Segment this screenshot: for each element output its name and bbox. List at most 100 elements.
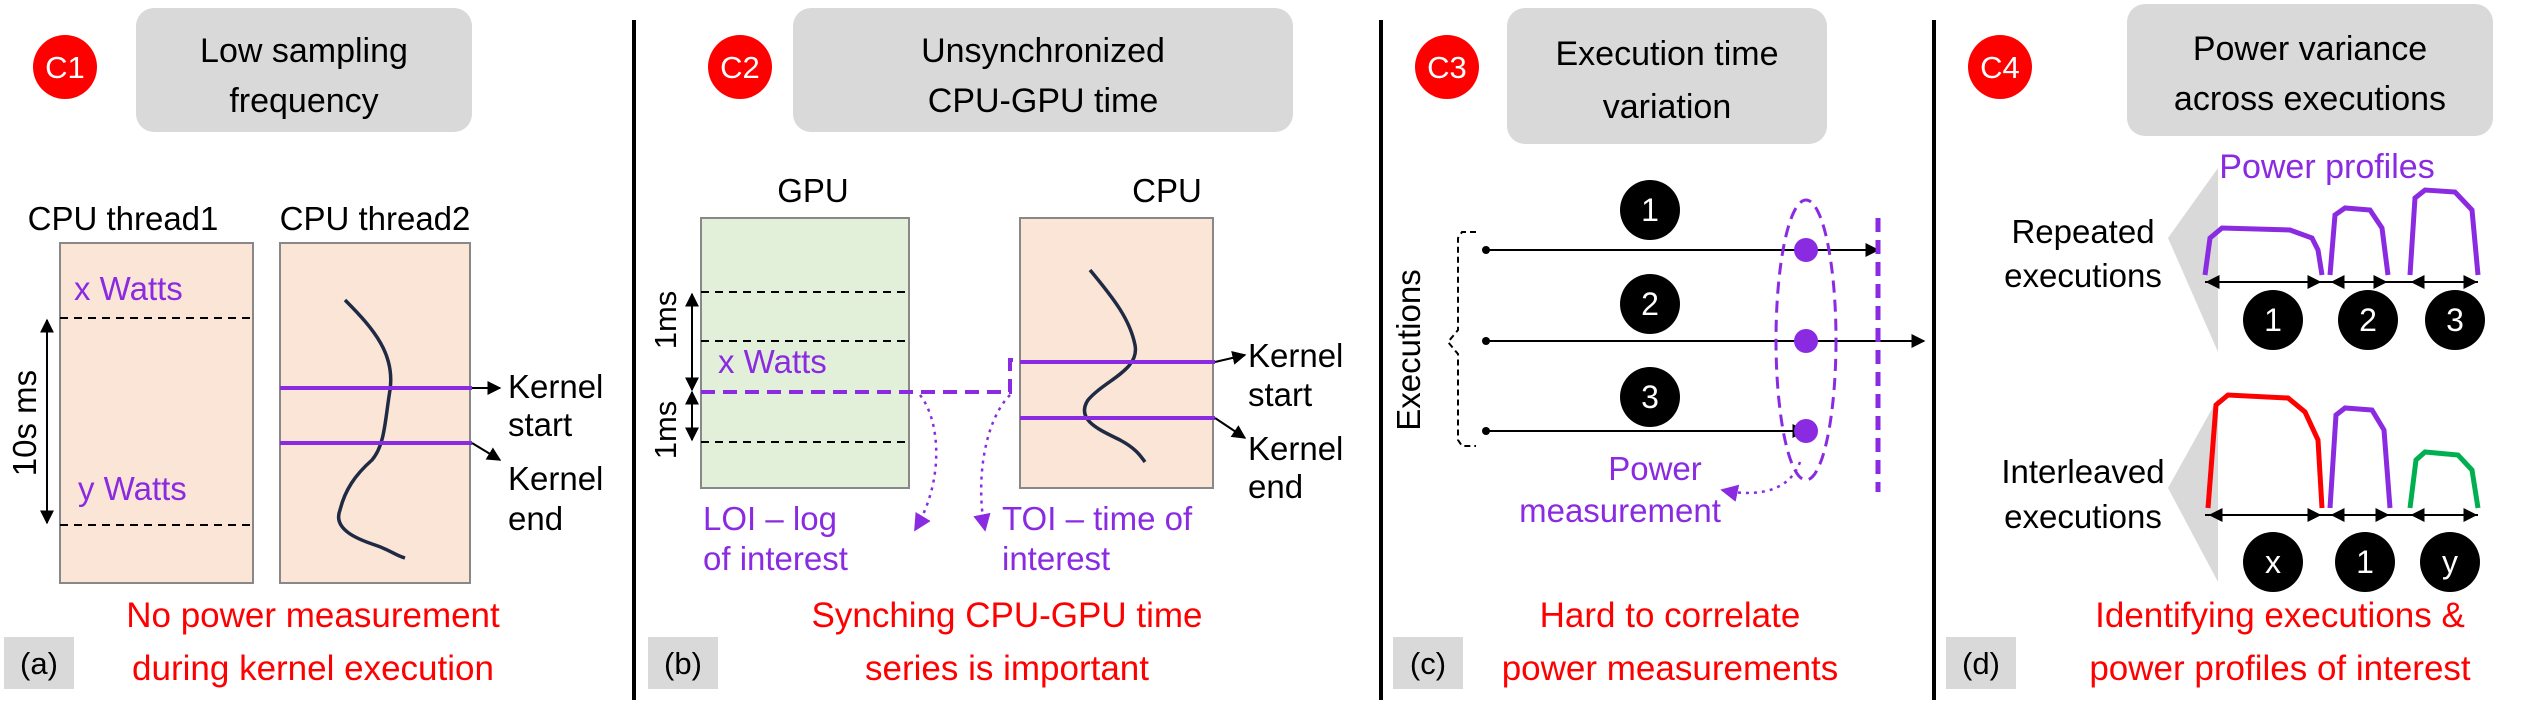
interleaved-profile-y bbox=[2407, 449, 2481, 509]
exec-badge-3 bbox=[1620, 367, 1680, 427]
panel-d-title-box bbox=[2127, 4, 2493, 136]
interleaved-badge-x bbox=[2243, 532, 2303, 592]
panel-c-title-line1: Execution time bbox=[1556, 35, 1779, 73]
repeated-label-line2: executions bbox=[2004, 257, 2162, 294]
executions-axis-label: Executions bbox=[1390, 269, 1427, 430]
interval-label: 10s ms bbox=[6, 370, 43, 476]
panel-c: C3 Execution time variation Executions 1… bbox=[1390, 8, 1926, 689]
panel-b: C2 Unsynchronized CPU-GPU time GPU CPU 1… bbox=[648, 8, 1343, 689]
panel-b-title-line2: CPU-GPU time bbox=[928, 82, 1158, 120]
panel-d-caption-line1: Identifying executions & bbox=[2095, 596, 2465, 635]
thread2-label: CPU thread2 bbox=[280, 200, 471, 237]
panel-c-tag: (c) bbox=[1410, 646, 1446, 681]
x-watts-label: x Watts bbox=[74, 270, 183, 307]
kernel-start-line1: Kernel bbox=[508, 368, 603, 405]
badge-c3 bbox=[1415, 35, 1479, 99]
panel-d-tag-box bbox=[1946, 637, 2016, 689]
interleaved-callout bbox=[2168, 398, 2218, 582]
exec-badge-3-label: 3 bbox=[1641, 379, 1659, 415]
repeated-badge-2-label: 2 bbox=[2359, 302, 2377, 338]
power-point-3 bbox=[1794, 419, 1818, 443]
power-pointer bbox=[1720, 461, 1802, 502]
badge-c2 bbox=[708, 35, 772, 99]
badge-c2-label: C2 bbox=[720, 50, 760, 85]
exec-badge-2-label: 2 bbox=[1641, 286, 1659, 322]
cpu-kernel-start-line1: Kernel bbox=[1248, 337, 1343, 374]
executions-brace bbox=[1446, 231, 1476, 447]
kernel-end-arrow bbox=[471, 442, 502, 461]
gpu-cpu-connector bbox=[701, 358, 1020, 394]
panel-d-title-line2: across executions bbox=[2174, 80, 2446, 118]
panel-a-tag: (a) bbox=[20, 646, 58, 681]
panel-b-tag: (b) bbox=[664, 646, 702, 681]
interleaved-badge-x-label: x bbox=[2265, 544, 2281, 580]
thread1-label: CPU thread1 bbox=[28, 200, 219, 237]
panel-b-tag-box bbox=[648, 637, 718, 689]
interleaved-profile-x bbox=[2205, 392, 2325, 509]
repeated-profile-1 bbox=[2202, 225, 2325, 276]
panel-a-caption-line2: during kernel execution bbox=[132, 649, 494, 688]
panel-d-tag: (d) bbox=[1962, 646, 2000, 681]
panel-c-caption-line1: Hard to correlate bbox=[1540, 596, 1801, 635]
toi-pointer bbox=[973, 394, 1011, 532]
panel-a: C1 Low sampling frequency CPU thread1 CP… bbox=[4, 8, 603, 689]
panel-c-caption-line2: power measurements bbox=[1502, 649, 1839, 688]
cpu-trace bbox=[1082, 268, 1147, 464]
exec-badge-1 bbox=[1620, 180, 1680, 240]
badge-c1 bbox=[33, 35, 97, 99]
cpu-kernel-end-arrow bbox=[1214, 417, 1247, 439]
kernel-start-line2: start bbox=[508, 406, 572, 443]
repeated-badge-1-label: 1 bbox=[2264, 302, 2282, 338]
exec-badge-2 bbox=[1620, 274, 1680, 334]
loi-pointer bbox=[913, 394, 938, 532]
panel-a-title-line2: frequency bbox=[229, 82, 378, 120]
cpu-thread1-box bbox=[59, 242, 254, 584]
repeated-profile-2 bbox=[2327, 205, 2391, 276]
repeated-profile-3 bbox=[2407, 187, 2481, 276]
panel-a-title-line1: Low sampling bbox=[200, 32, 408, 70]
panel-b-title-line1: Unsynchronized bbox=[921, 32, 1165, 70]
panel-d-caption-line2: power profiles of interest bbox=[2089, 649, 2471, 688]
interleaved-label-line2: executions bbox=[2004, 498, 2162, 535]
interleaved-badge-1-label: 1 bbox=[2356, 544, 2374, 580]
badge-c1-label: C1 bbox=[45, 50, 85, 85]
panel-c-title-box bbox=[1507, 8, 1827, 144]
panel-b-caption-line2: series is important bbox=[865, 649, 1149, 688]
power-profiles-label: Power profiles bbox=[2219, 148, 2434, 186]
toi-line1: TOI – time of bbox=[1002, 500, 1193, 537]
panel-d: C4 Power variance across executions Powe… bbox=[1946, 4, 2493, 689]
repeated-badge-3 bbox=[2425, 290, 2485, 350]
badge-c4-label: C4 bbox=[1980, 50, 2020, 85]
panel-b-title-box bbox=[793, 8, 1293, 132]
badge-c3-label: C3 bbox=[1427, 50, 1467, 85]
interleaved-badge-y bbox=[2420, 532, 2480, 592]
cpu-label: CPU bbox=[1132, 172, 1202, 209]
cpu-box bbox=[1019, 217, 1214, 489]
kernel-end-line2: end bbox=[508, 500, 563, 537]
interleaved-profile-1 bbox=[2327, 405, 2393, 509]
panel-a-tag-box bbox=[4, 637, 74, 689]
y-watts-label: y Watts bbox=[78, 470, 187, 507]
interleaved-label-line1: Interleaved bbox=[2001, 453, 2164, 490]
toi-line2: interest bbox=[1002, 540, 1110, 577]
cpu-thread2-box bbox=[279, 242, 471, 584]
badge-c4 bbox=[1968, 35, 2032, 99]
gpu-x-watts: x Watts bbox=[718, 343, 827, 380]
panel-c-tag-box bbox=[1393, 637, 1463, 689]
power-point-1 bbox=[1794, 238, 1818, 262]
repeated-callout bbox=[2168, 168, 2218, 352]
thread2-trace bbox=[336, 298, 406, 560]
repeated-badge-3-label: 3 bbox=[2446, 302, 2464, 338]
cpu-kernel-end-line1: Kernel bbox=[1248, 430, 1343, 467]
cpu-kernel-end-line2: end bbox=[1248, 468, 1303, 505]
kernel-end-line1: Kernel bbox=[508, 460, 603, 497]
loi-line1: LOI – log bbox=[703, 500, 837, 537]
gpu-label: GPU bbox=[777, 172, 849, 209]
power-point-2 bbox=[1794, 329, 1818, 353]
repeated-badge-2 bbox=[2338, 290, 2398, 350]
power-ellipse bbox=[1774, 198, 1838, 482]
repeated-badge-1 bbox=[2243, 290, 2303, 350]
repeated-label-line1: Repeated bbox=[2011, 213, 2154, 250]
interval-top-label: 1ms bbox=[648, 291, 683, 350]
